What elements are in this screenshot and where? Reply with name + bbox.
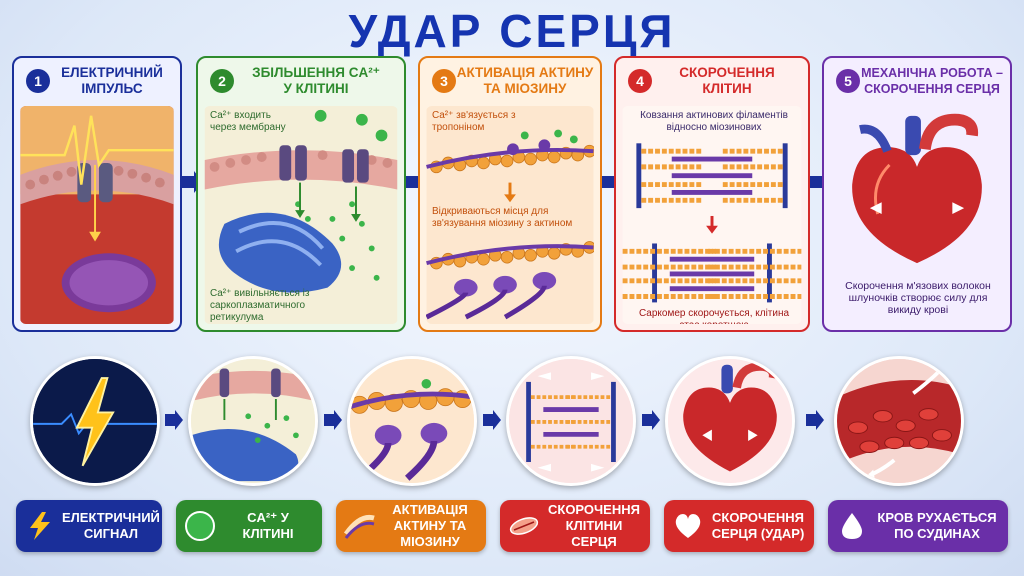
panel-title: Збільшення Ca²⁺ у клітині	[234, 65, 398, 97]
panel-header: 5 Механічна робота – скорочення серця	[824, 58, 1010, 104]
label-sarcomere-shortens: Саркомер скорочується, клітина стає коро…	[638, 308, 790, 324]
arrow-right-icon	[806, 410, 824, 430]
panel-title: Механічна робота – скорочення серця	[860, 65, 1004, 97]
circle-electrical-signal	[30, 356, 160, 486]
heart-icon	[675, 514, 701, 538]
pill-label-line1: Електричний	[62, 510, 160, 525]
ion-channel-illustration	[20, 106, 174, 324]
arrow-right-icon	[165, 410, 183, 430]
pill-electrical-signal: Електричний сигнал	[16, 500, 162, 552]
panel-title: Скорочення клітин	[652, 65, 802, 97]
pill-actin-myosin: Активація актину та міозину	[336, 500, 486, 552]
panel-header: 3 Активація актину та міозину	[420, 58, 600, 104]
blood-drop-icon	[842, 513, 862, 539]
pill-label-line2: актину та міозину	[393, 518, 467, 549]
panel-header: 1 Електричний імпульс	[14, 58, 180, 104]
muscle-cell-icon	[509, 517, 539, 535]
pill-label-line2: серця (удар)	[711, 526, 805, 541]
label-calcium-released: Ca²⁺ вивільняється із саркоплазматичного…	[210, 288, 310, 323]
sarcoplasmic-reticulum-illustration	[204, 106, 398, 324]
label-ventricular-force: Скорочення м'язових волокон шлуночків ст…	[845, 280, 991, 316]
arrow-right-icon	[324, 410, 342, 430]
circle-actin-myosin	[347, 356, 477, 486]
filament-icon	[344, 514, 375, 539]
panel-title-line1: Активація актину	[456, 65, 594, 80]
pill-label-line1: Скорочення	[712, 510, 804, 525]
pill-label-line2: сигнал	[83, 526, 139, 541]
sarcomere-illustration: Ковзання актинових філаментів відносно м…	[622, 106, 802, 324]
calcium-icon	[185, 511, 215, 541]
step-number: 2	[210, 69, 234, 93]
arrow-right-icon	[483, 410, 501, 430]
pill-label-line1: Кров рухається	[877, 510, 997, 525]
pill-heartbeat: Скорочення серця (удар)	[664, 500, 814, 552]
pill-label: Скорочення клітини серця	[546, 502, 642, 550]
troponin-illustration	[426, 106, 594, 324]
pill-label: Скорочення серця (удар)	[710, 510, 806, 542]
heart-closeup	[668, 359, 792, 483]
panel-title-line2: імпульс	[81, 81, 143, 96]
pill-calcium-in-cell: Ca²⁺ у клітині	[176, 500, 322, 552]
pill-label-line2: клітини серця	[565, 518, 623, 549]
pill-label-line2: по судинах	[894, 526, 980, 541]
step-number: 5	[836, 69, 860, 93]
label-calcium-binds-troponin: Ca²⁺ зв'язується з тропоніном	[432, 110, 516, 133]
panel-electrical-impulse: 1 Електричний імпульс	[12, 56, 182, 332]
pill-label-line1: Активація	[392, 502, 468, 517]
panel-title-line1: Скорочення	[679, 65, 775, 80]
panel-calcium-increase: 2 Збільшення Ca²⁺ у клітині	[196, 56, 406, 332]
actin-myosin-illustration: Ca²⁺ зв'язується з тропоніном Відкривают…	[426, 106, 594, 324]
arrow-right-icon	[642, 410, 660, 430]
pill-label-line1: Скорочення	[548, 502, 640, 517]
panel-title-line2: клітин	[702, 81, 752, 96]
calcium-illustration: Ca²⁺ входить через мембрану Ca²⁺ вивільн…	[204, 106, 398, 324]
panel-header: 2 Збільшення Ca²⁺ у клітині	[198, 58, 404, 104]
pill-heart-cell-contraction: Скорочення клітини серця	[500, 500, 650, 552]
step-number: 4	[628, 69, 652, 93]
heart-anatomy-illustration	[830, 106, 1004, 324]
pill-label-line1: Ca²⁺ у клітині	[242, 510, 294, 541]
lightning-icon	[30, 512, 50, 540]
label-binding-sites-open: Відкриваються місця для зв'язування міоз…	[432, 206, 573, 229]
panel-title-line2: у клітині	[283, 81, 349, 96]
calcium-entry-illustration	[191, 359, 315, 483]
lightning-illustration	[33, 359, 157, 483]
panel-heart-contraction: 5 Механічна робота – скорочення серця Ск…	[822, 56, 1012, 332]
blood-vessel-illustration	[837, 359, 961, 483]
heart-illustration: Скорочення м'язових волокон шлуночків ст…	[830, 106, 1004, 324]
panel-header: 4 Скорочення клітин	[616, 58, 808, 104]
panel-title-line1: Збільшення Ca²⁺	[252, 65, 380, 80]
pill-label: Кров рухається по судинах	[874, 510, 1000, 542]
sarcomere-closeup	[509, 359, 633, 483]
panel-title: Активація актину та міозину	[456, 65, 594, 97]
circle-blood-flow	[834, 356, 964, 486]
panel-title: Електричний імпульс	[50, 65, 174, 97]
panel-title-line2: та міозину	[483, 81, 567, 96]
actin-myosin-closeup	[350, 359, 474, 483]
circle-heart-beat	[665, 356, 795, 486]
pill-label: Активація актину та міозину	[382, 502, 478, 550]
pill-label: Електричний сигнал	[62, 510, 160, 542]
panel-actin-myosin-activation: 3 Активація актину та міозину	[418, 56, 602, 332]
panel-title-line1: Механічна робота –	[861, 66, 1003, 80]
circle-sarcomere	[506, 356, 636, 486]
sarcomere-diagram	[622, 106, 802, 324]
pill-blood-flow: Кров рухається по судинах	[828, 500, 1008, 552]
pill-label: Ca²⁺ у клітині	[222, 510, 314, 542]
step-number: 3	[432, 69, 456, 93]
step-number: 1	[26, 69, 50, 93]
label-calcium-enters: Ca²⁺ входить через мембрану	[210, 110, 286, 133]
page-title: УДАР СЕРЦЯ	[348, 5, 676, 57]
panel-title-line1: Електричний	[61, 65, 163, 80]
label-filament-sliding: Ковзання актинових філаментів відносно м…	[640, 110, 788, 133]
membrane-illustration	[20, 106, 174, 324]
panel-cell-contraction: 4 Скорочення клітин	[614, 56, 810, 332]
circle-calcium-entry	[188, 356, 318, 486]
panel-title-line2: скорочення серця	[864, 82, 1000, 96]
